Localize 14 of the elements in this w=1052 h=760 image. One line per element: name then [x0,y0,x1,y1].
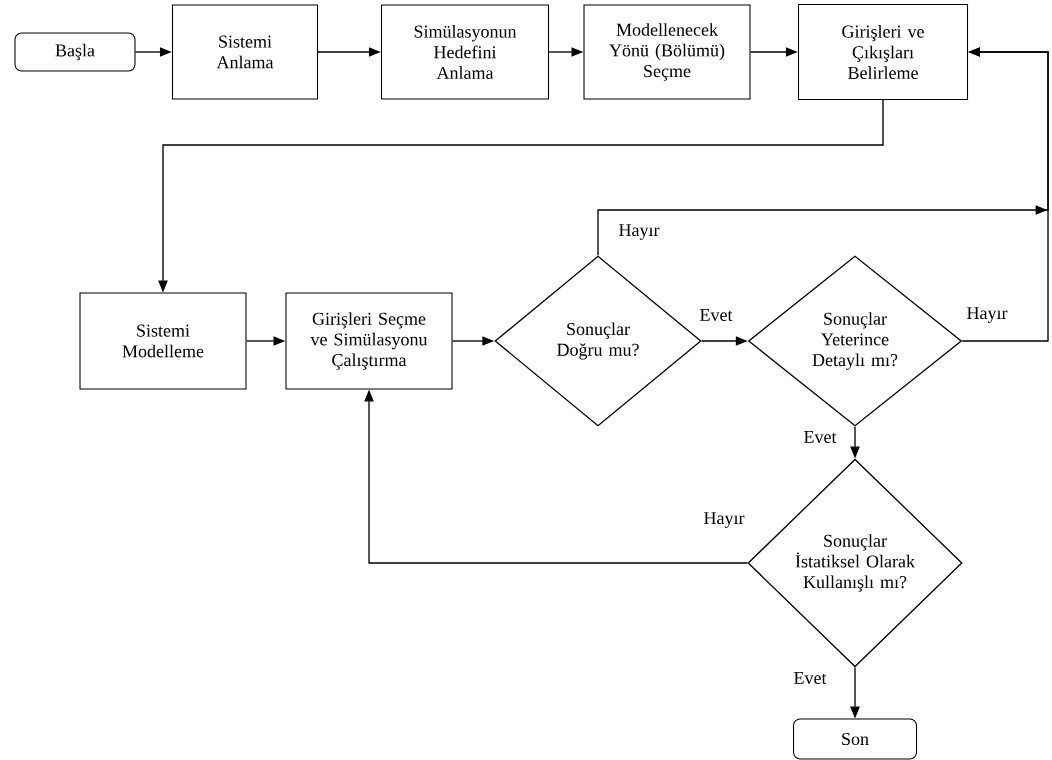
process-box: Sistemi Anlama [171,4,319,100]
terminal-box: Son [792,718,918,760]
edge-label: Evet [792,670,828,686]
arrow [961,47,1049,342]
edge-label: Hayır [965,305,1009,325]
process-box: Girişleri ve Çıkışları Belirleme [797,3,969,101]
edge-label: Hayır [702,510,746,530]
edge-label: Evet [802,429,838,445]
process-box: Girişleri Seçme ve Simülasyonu Çalıştırma [285,292,453,390]
terminal-box: Başla [14,32,136,72]
process-box: Modellenecek Yönü (Bölümü) Seçme [583,4,751,100]
process-box: Sistemi Modelleme [79,292,247,390]
process-box: Simülasyonun Hedefini Anlama [380,4,550,100]
edge-label: Hayır [617,222,661,242]
